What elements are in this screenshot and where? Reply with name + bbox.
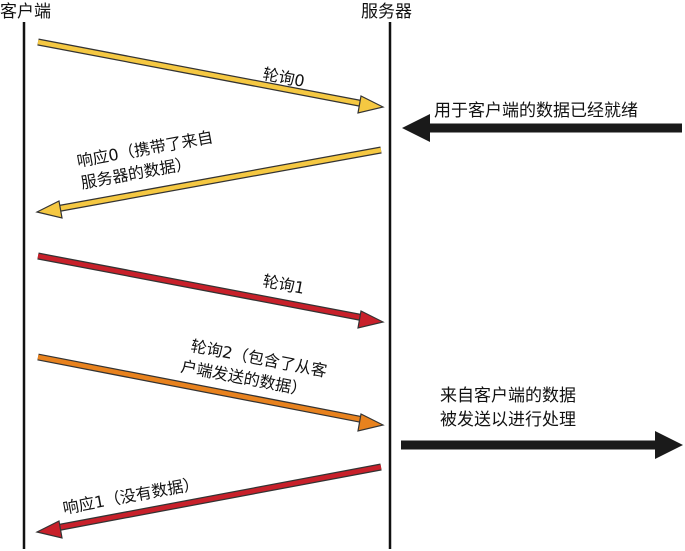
data-sent-label: 来自客户端的数据 被发送以进行处理 [440,386,581,430]
client-header: 客户端 [0,2,51,22]
data-ready-arrow [402,114,682,142]
response0-arrow [35,146,382,219]
poll1-label: 轮询1 [261,271,306,298]
poll2-arrow [37,353,385,432]
poll1-arrow [37,252,385,329]
data-ready-label: 用于客户端的数据已经就绪 [434,101,638,121]
server-header: 服务器 [361,2,412,22]
poll2-label: 轮询2（包含了从客 户端发送的数据） [179,335,333,403]
data-sent-arrow [401,431,683,459]
poll0-arrow [37,38,385,114]
response1-arrow [35,463,382,539]
